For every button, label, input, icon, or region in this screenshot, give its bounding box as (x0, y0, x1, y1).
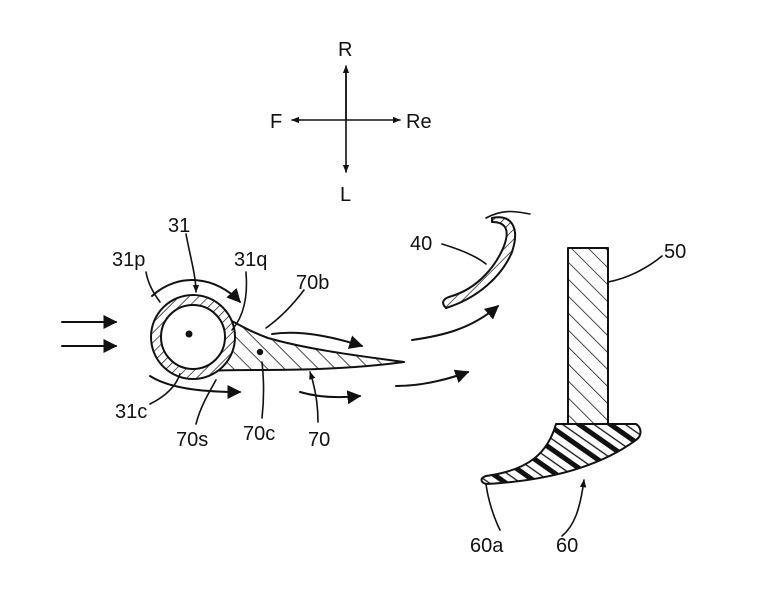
compass-label-l: L (340, 184, 351, 206)
label-31c: 31c (115, 401, 147, 423)
label-60: 60 (556, 535, 578, 557)
label-31p: 31p (112, 249, 145, 271)
label-70b: 70b (296, 272, 329, 294)
leader-lines (145, 233, 663, 537)
compass-label-f: F (270, 111, 282, 133)
fairing-70 (191, 301, 405, 373)
airflow-arrows (149, 279, 500, 405)
label-60a: 60a (470, 535, 504, 557)
fairing-center-dot (256, 348, 264, 356)
tube-31 (150, 294, 264, 380)
post-50 (567, 247, 609, 429)
label-31: 31 (168, 215, 190, 237)
direction-compass: R L F Re (270, 39, 432, 206)
label-50: 50 (664, 241, 686, 263)
compass-label-re: Re (406, 111, 432, 133)
label-70s: 70s (176, 429, 208, 451)
tube-center-dot (185, 330, 193, 338)
label-70: 70 (308, 429, 330, 451)
label-40: 40 (410, 233, 432, 255)
label-70c: 70c (243, 423, 275, 445)
reference-labels: 31 31p 31q 70b 31c 70s 70c 70 40 50 60 6… (112, 215, 686, 557)
blade-40 (442, 210, 531, 309)
label-31q: 31q (234, 249, 267, 271)
compass-label-r: R (338, 39, 352, 61)
foot-60 (480, 423, 642, 485)
inflow-arrows (61, 315, 118, 353)
